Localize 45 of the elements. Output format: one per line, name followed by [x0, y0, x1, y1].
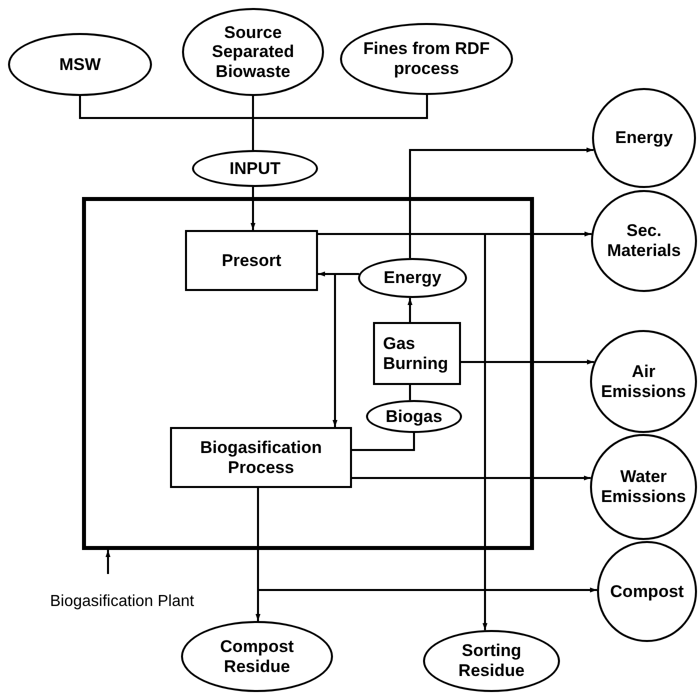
arrow [250, 187, 256, 230]
biogas-ellipse [366, 400, 462, 433]
output-circle [590, 330, 697, 433]
node-label: Gas Burning [382, 334, 450, 374]
plant-label: Biogasification Plant [50, 592, 194, 612]
node-label: Compost Residue [219, 636, 295, 676]
node-label: Water Emissions [600, 467, 688, 507]
process-box [185, 230, 318, 291]
node-label: Compost [610, 582, 684, 602]
input-source-ellipse [182, 8, 324, 96]
output-circle [590, 434, 697, 540]
output-ellipse [423, 630, 560, 692]
output-circle [592, 88, 696, 188]
arrow [409, 148, 594, 258]
node-label: Energy [384, 268, 442, 288]
node-label: Source Separated Biowaste [210, 22, 296, 82]
node-label: INPUT [230, 158, 280, 178]
arrow [408, 298, 412, 322]
arrow [257, 488, 598, 592]
node-label: Air Emissions [600, 362, 688, 402]
arrow [461, 360, 594, 364]
leader-arrow [106, 550, 110, 574]
output-ellipse [181, 621, 333, 692]
plant-boundary-box [82, 197, 534, 550]
node-label: Biogasification Process [199, 438, 323, 478]
output-circle [597, 541, 697, 642]
node-label: Fines from RDF process [362, 39, 491, 79]
arrow [318, 233, 488, 630]
input-ellipse [192, 150, 318, 187]
energy-ellipse [358, 258, 467, 298]
output-circle [591, 190, 697, 292]
connector-line [352, 433, 415, 451]
process-box [373, 322, 461, 385]
node-label: Energy [615, 128, 673, 148]
node-label: Sec. Materials [606, 221, 682, 261]
node-label: Biogas [386, 406, 442, 426]
node-label: MSW [59, 54, 101, 74]
process-box [170, 427, 352, 488]
node-label: Presort [222, 250, 282, 270]
input-source-ellipse [340, 23, 513, 95]
input-source-ellipse [8, 33, 152, 96]
arrow [352, 476, 591, 480]
arrow [332, 273, 360, 427]
node-label: Sorting Residue [457, 641, 526, 681]
connector-line [409, 385, 411, 400]
